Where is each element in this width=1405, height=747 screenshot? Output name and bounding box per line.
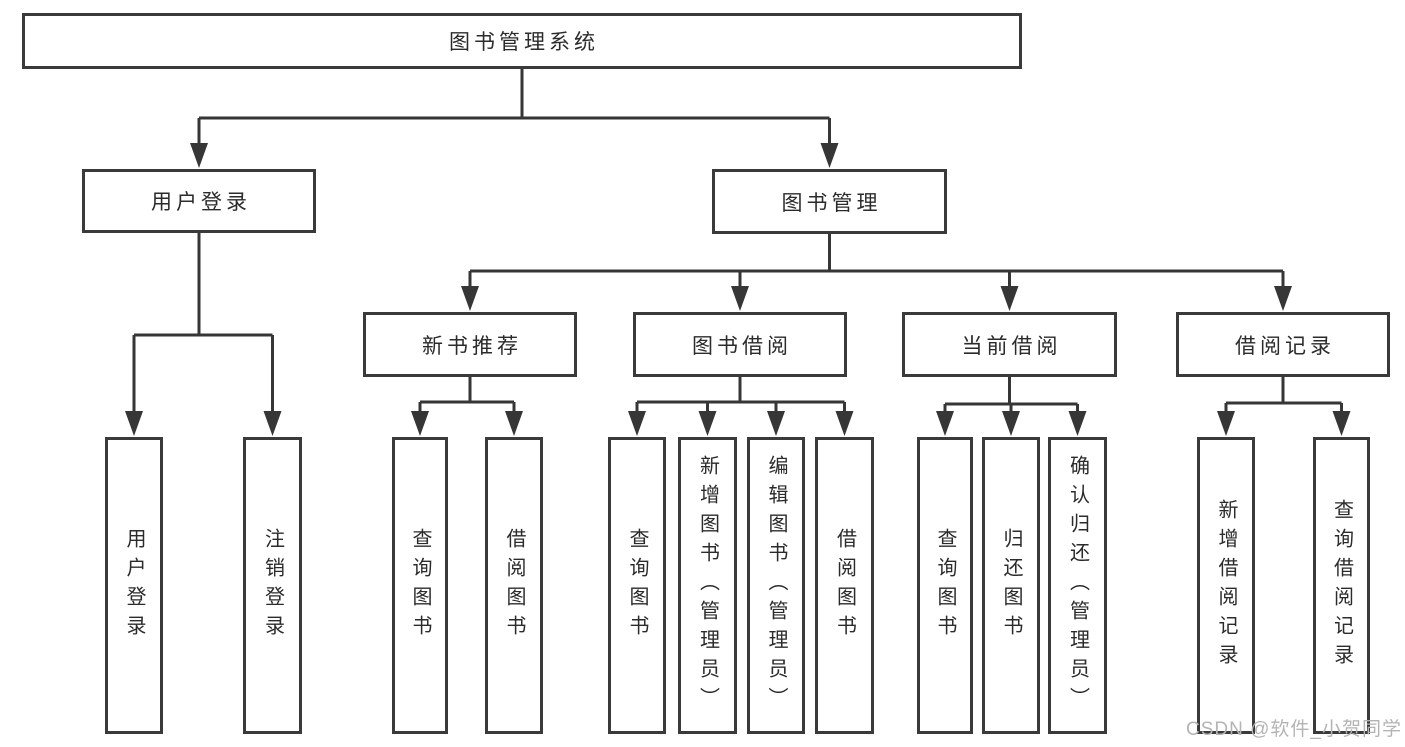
node-cb-return-books: 归还图书 — [982, 437, 1040, 734]
node-label: 借阅图书 — [503, 527, 525, 644]
node-label: 注销登录 — [261, 527, 284, 644]
node-label: 查询借阅记录 — [1330, 498, 1353, 673]
node-leaf-logout: 注销登录 — [243, 437, 302, 734]
node-label: 编辑图书（管理员） — [765, 455, 787, 716]
node-bb-add-books-admin: 新增图书（管理员） — [678, 437, 737, 734]
node-br-query-borrow-record: 查询借阅记录 — [1313, 437, 1370, 734]
node-book-management: 图书管理 — [712, 169, 947, 234]
node-bb-edit-books-admin: 编辑图书（管理员） — [747, 437, 805, 734]
node-bb-borrow-books: 借阅图书 — [815, 437, 874, 734]
node-cb-query-books: 查询图书 — [917, 437, 973, 734]
node-label: 当前借阅 — [961, 334, 1062, 358]
node-label: 新增图书（管理员） — [696, 455, 719, 716]
node-rec-query-books: 查询图书 — [392, 437, 448, 734]
node-current-borrowing: 当前借阅 — [902, 312, 1117, 377]
node-bb-query-books: 查询图书 — [608, 437, 666, 734]
node-rec-borrow-books: 借阅图书 — [485, 437, 543, 734]
node-user-login: 用户登录 — [82, 169, 316, 233]
node-label: 查询图书 — [934, 527, 956, 644]
node-borrowing-records: 借阅记录 — [1176, 312, 1390, 377]
node-label: 新书推荐 — [422, 334, 522, 358]
node-label: 新增借阅记录 — [1215, 498, 1237, 673]
node-label: 借阅记录 — [1235, 334, 1335, 358]
node-library-management-system: 图书管理系统 — [22, 13, 1022, 69]
node-label: 用户登录 — [151, 191, 251, 214]
node-label: 借阅图书 — [833, 527, 856, 644]
node-label: 图书管理 — [781, 191, 882, 215]
node-label: 确认归还（管理员） — [1066, 455, 1089, 716]
node-leaf-user-login: 用户登录 — [105, 437, 163, 734]
node-label: 图书借阅 — [692, 334, 792, 358]
node-label: 图书管理系统 — [449, 31, 599, 54]
node-br-add-borrow-record: 新增借阅记录 — [1197, 437, 1255, 734]
csdn-watermark: CSDN @软件_小贺同学 — [1186, 719, 1402, 740]
node-label: 查询图书 — [409, 527, 431, 644]
node-label: 查询图书 — [626, 527, 648, 644]
node-cb-confirm-return-admin: 确认归还（管理员） — [1048, 437, 1107, 734]
node-label: 用户登录 — [123, 527, 145, 644]
node-book-borrowing: 图书借阅 — [633, 312, 847, 377]
node-new-book-recommendation: 新书推荐 — [363, 312, 577, 377]
node-label: 归还图书 — [1000, 527, 1022, 644]
